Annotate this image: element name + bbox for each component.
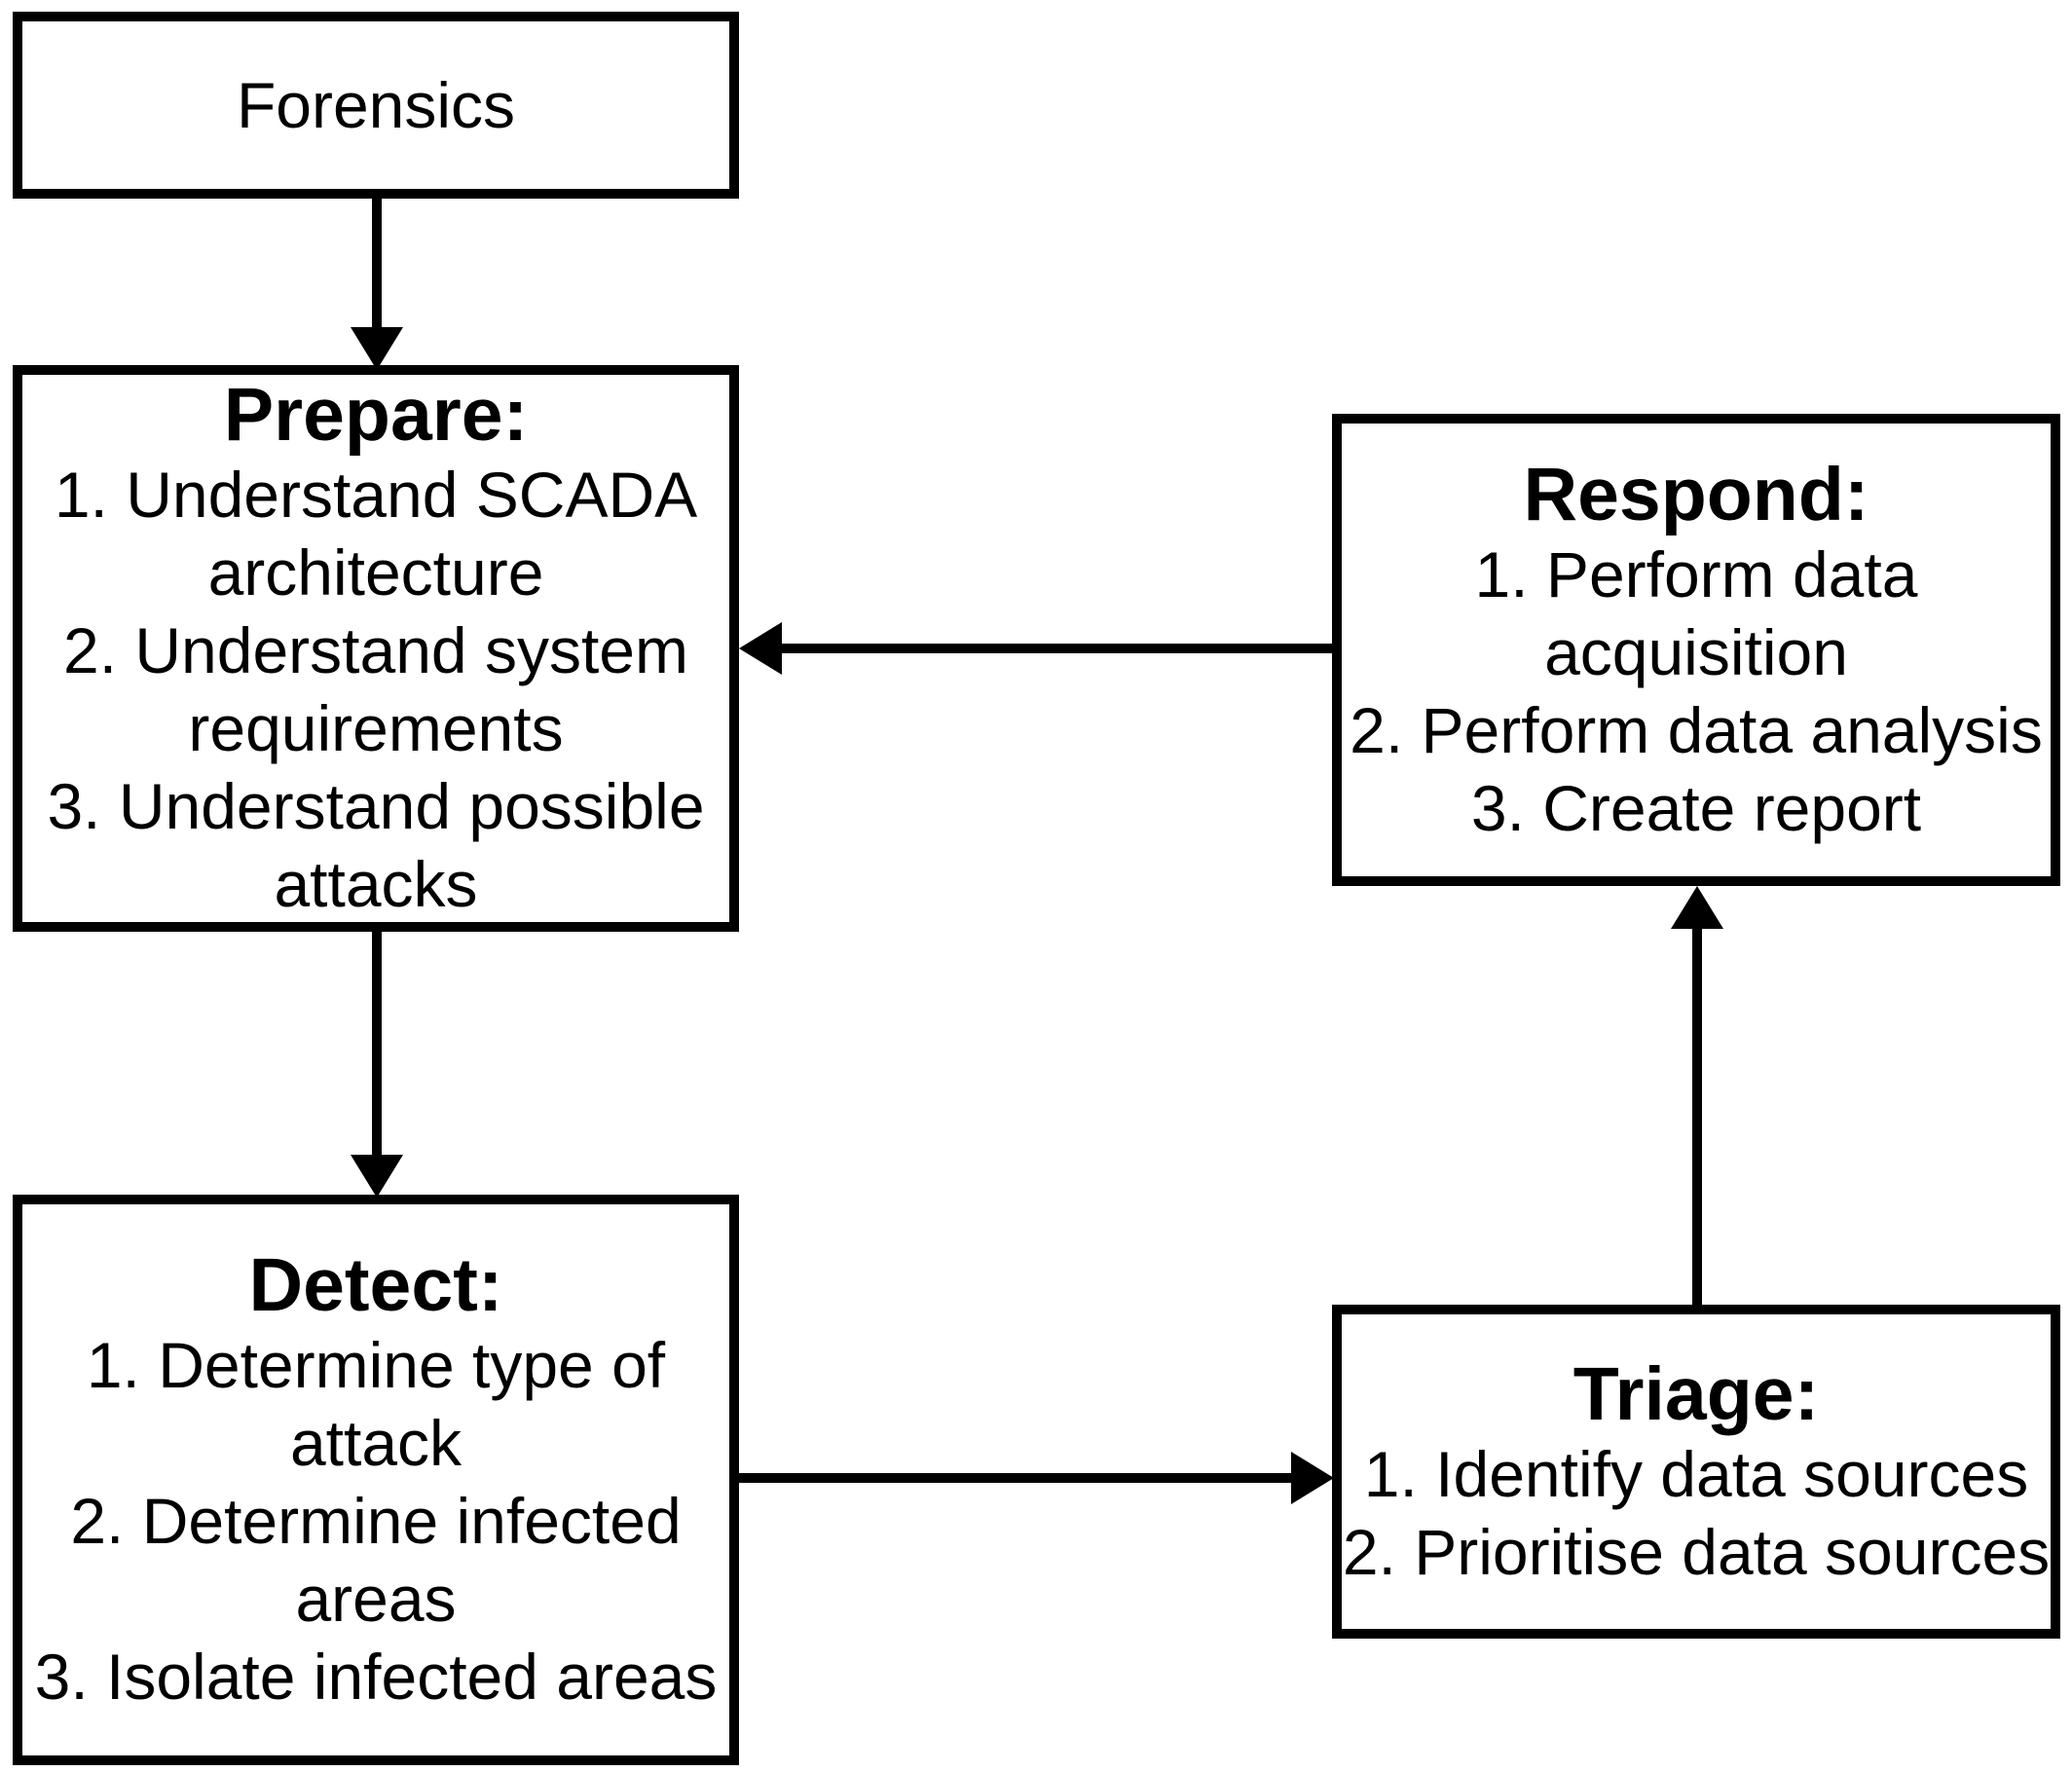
triage-title: Triage: xyxy=(1572,1351,1820,1436)
prepare-box: Prepare: 1. Understand SCADA architectur… xyxy=(13,365,739,932)
detect-line: attack xyxy=(289,1407,462,1479)
triage-line: 1. Identify data sources xyxy=(1363,1437,2029,1510)
arrow-triage-to-respond xyxy=(1671,886,1723,1307)
prepare-line: 3. Understand possible xyxy=(47,770,705,842)
arrow-detect-to-triage xyxy=(737,1452,1334,1504)
prepare-line: architecture xyxy=(207,536,544,609)
detect-line: 3. Isolate infected areas xyxy=(34,1641,718,1713)
forensics-label: Forensics xyxy=(236,69,516,141)
detect-box: Detect: 1. Determine type of attack 2. D… xyxy=(13,1195,739,1765)
forensics-box: Forensics xyxy=(13,12,739,199)
triage-box: Triage: 1. Identify data sources 2. Prio… xyxy=(1332,1305,2060,1639)
prepare-line: 2. Understand system xyxy=(63,614,688,686)
arrow-respond-to-prepare xyxy=(739,622,1334,675)
prepare-line: requirements xyxy=(188,692,564,764)
respond-line: 1. Perform data xyxy=(1474,537,1918,610)
detect-line: 1. Determine type of xyxy=(86,1329,666,1401)
detect-title: Detect: xyxy=(248,1243,503,1327)
respond-line: 2. Perform data analysis xyxy=(1350,693,2043,766)
prepare-title: Prepare: xyxy=(223,373,529,457)
respond-line: acquisition xyxy=(1544,615,1848,688)
respond-box: Respond: 1. Perform data acquisition 2. … xyxy=(1332,414,2060,886)
detect-line: areas xyxy=(295,1563,457,1635)
arrow-forensics-to-prepare xyxy=(351,197,403,370)
triage-line: 2. Prioritise data sources xyxy=(1342,1515,2051,1588)
prepare-line: 1. Understand SCADA xyxy=(54,459,698,531)
prepare-line: attacks xyxy=(274,848,478,920)
respond-title: Respond: xyxy=(1523,452,1869,536)
detect-line: 2. Determine infected xyxy=(70,1485,682,1557)
arrow-prepare-to-detect xyxy=(351,930,403,1198)
respond-line: 3. Create report xyxy=(1470,771,1922,844)
